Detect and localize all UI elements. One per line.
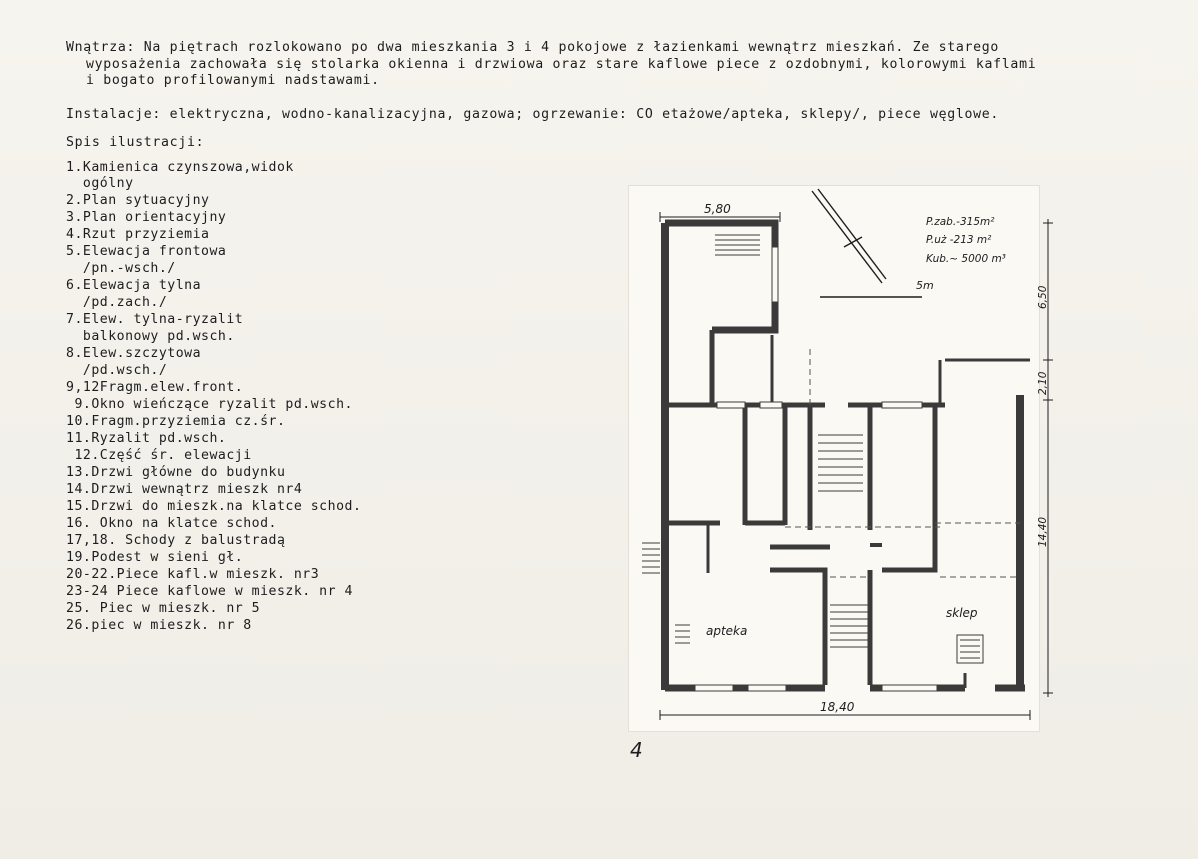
- dimension-lines: [659, 212, 1053, 720]
- dim-right-label-2: 2,10: [1037, 371, 1049, 395]
- list-item: 9.Okno wieńczące ryzalit pd.wsch.: [66, 397, 353, 412]
- list-item: 23-24 Piece kaflowe w mieszk. nr 4: [66, 584, 353, 599]
- list-item: 9,12Fragm.elew.front.: [66, 380, 244, 395]
- list-item: 19.Podest w sieni gł.: [66, 550, 244, 565]
- page-number: 4: [630, 738, 643, 762]
- list-item: 1.Kamienica czynszowa,widok: [66, 160, 294, 175]
- shop-label: sklep: [946, 606, 978, 620]
- list-item: ogólny: [66, 176, 134, 191]
- list-item: 13.Drzwi główne do budynku: [66, 465, 286, 480]
- list-item: 14.Drzwi wewnątrz mieszk nr4: [66, 482, 303, 497]
- list-item: 12.Część śr. elewacji: [66, 448, 252, 463]
- area-usable-label: P.uż -213 m²: [926, 234, 992, 246]
- dim-top-label: 5,80: [704, 202, 731, 216]
- dim-right-label-3: 14,40: [1037, 517, 1049, 547]
- list-item: 26.piec w mieszk. nr 8: [66, 618, 252, 633]
- list-item: 16. Okno na klatce schod.: [66, 516, 277, 531]
- plan-windows: [694, 246, 938, 692]
- list-item: /pn.-wsch./: [66, 261, 176, 276]
- illustration-list-title: Spis ilustracji:: [66, 135, 205, 150]
- list-item: 8.Elew.szczytowa: [66, 346, 202, 361]
- interior-description-line-1: Wnątrza: Na piętrach rozlokowano po dwa …: [66, 40, 1000, 55]
- list-item: 20-22.Piece kafl.w mieszk. nr3: [66, 567, 320, 582]
- plan-dashed-lines: [785, 345, 1020, 578]
- dim-right-label-1: 6,50: [1037, 285, 1049, 309]
- scale-label: 5m: [916, 279, 934, 292]
- list-item: balkonowy pd.wsch.: [66, 329, 235, 344]
- list-item: 25. Piec w mieszk. nr 5: [66, 601, 261, 616]
- north-arrow-icon: [811, 188, 887, 284]
- list-item: 4.Rzut przyziemia: [66, 227, 210, 242]
- list-item: /pd.wsch./: [66, 363, 168, 378]
- plan-stairs: [642, 234, 984, 664]
- volume-label: Kub.~ 5000 m³: [926, 253, 1006, 265]
- list-item: 5.Elewacja frontowa: [66, 244, 227, 259]
- list-item: 15.Drzwi do mieszk.na klatce schod.: [66, 499, 362, 514]
- list-item: 6.Elewacja tylna: [66, 278, 202, 293]
- interior-description-line-3: i bogato profilowanymi nadstawami.: [86, 73, 380, 88]
- list-item: /pd.zach./: [66, 295, 168, 310]
- list-item: 2.Plan sytuacyjny: [66, 193, 210, 208]
- area-built-label: P.zab.-315m²: [926, 216, 995, 228]
- interior-description-line-2: wyposażenia zachowała się stolarka okien…: [86, 57, 1037, 72]
- list-item: 7.Elew. tylna-ryzalit: [66, 312, 244, 327]
- list-item: 17,18. Schody z balustradą: [66, 533, 286, 548]
- pharmacy-label: apteka: [706, 624, 747, 638]
- list-item: 10.Fragm.przyziemia cz.śr.: [66, 414, 286, 429]
- list-item: 3.Plan orientacyjny: [66, 210, 227, 225]
- list-item: 11.Ryzalit pd.wsch.: [66, 431, 227, 446]
- ground-floor-plan: 5,80 18,40 P.zab.-315m² P.uż -213 m² Kub…: [642, 188, 1053, 720]
- installations-line: Instalacje: elektryczna, wodno-kanalizac…: [66, 107, 1000, 122]
- dim-bottom-label: 18,40: [820, 700, 855, 714]
